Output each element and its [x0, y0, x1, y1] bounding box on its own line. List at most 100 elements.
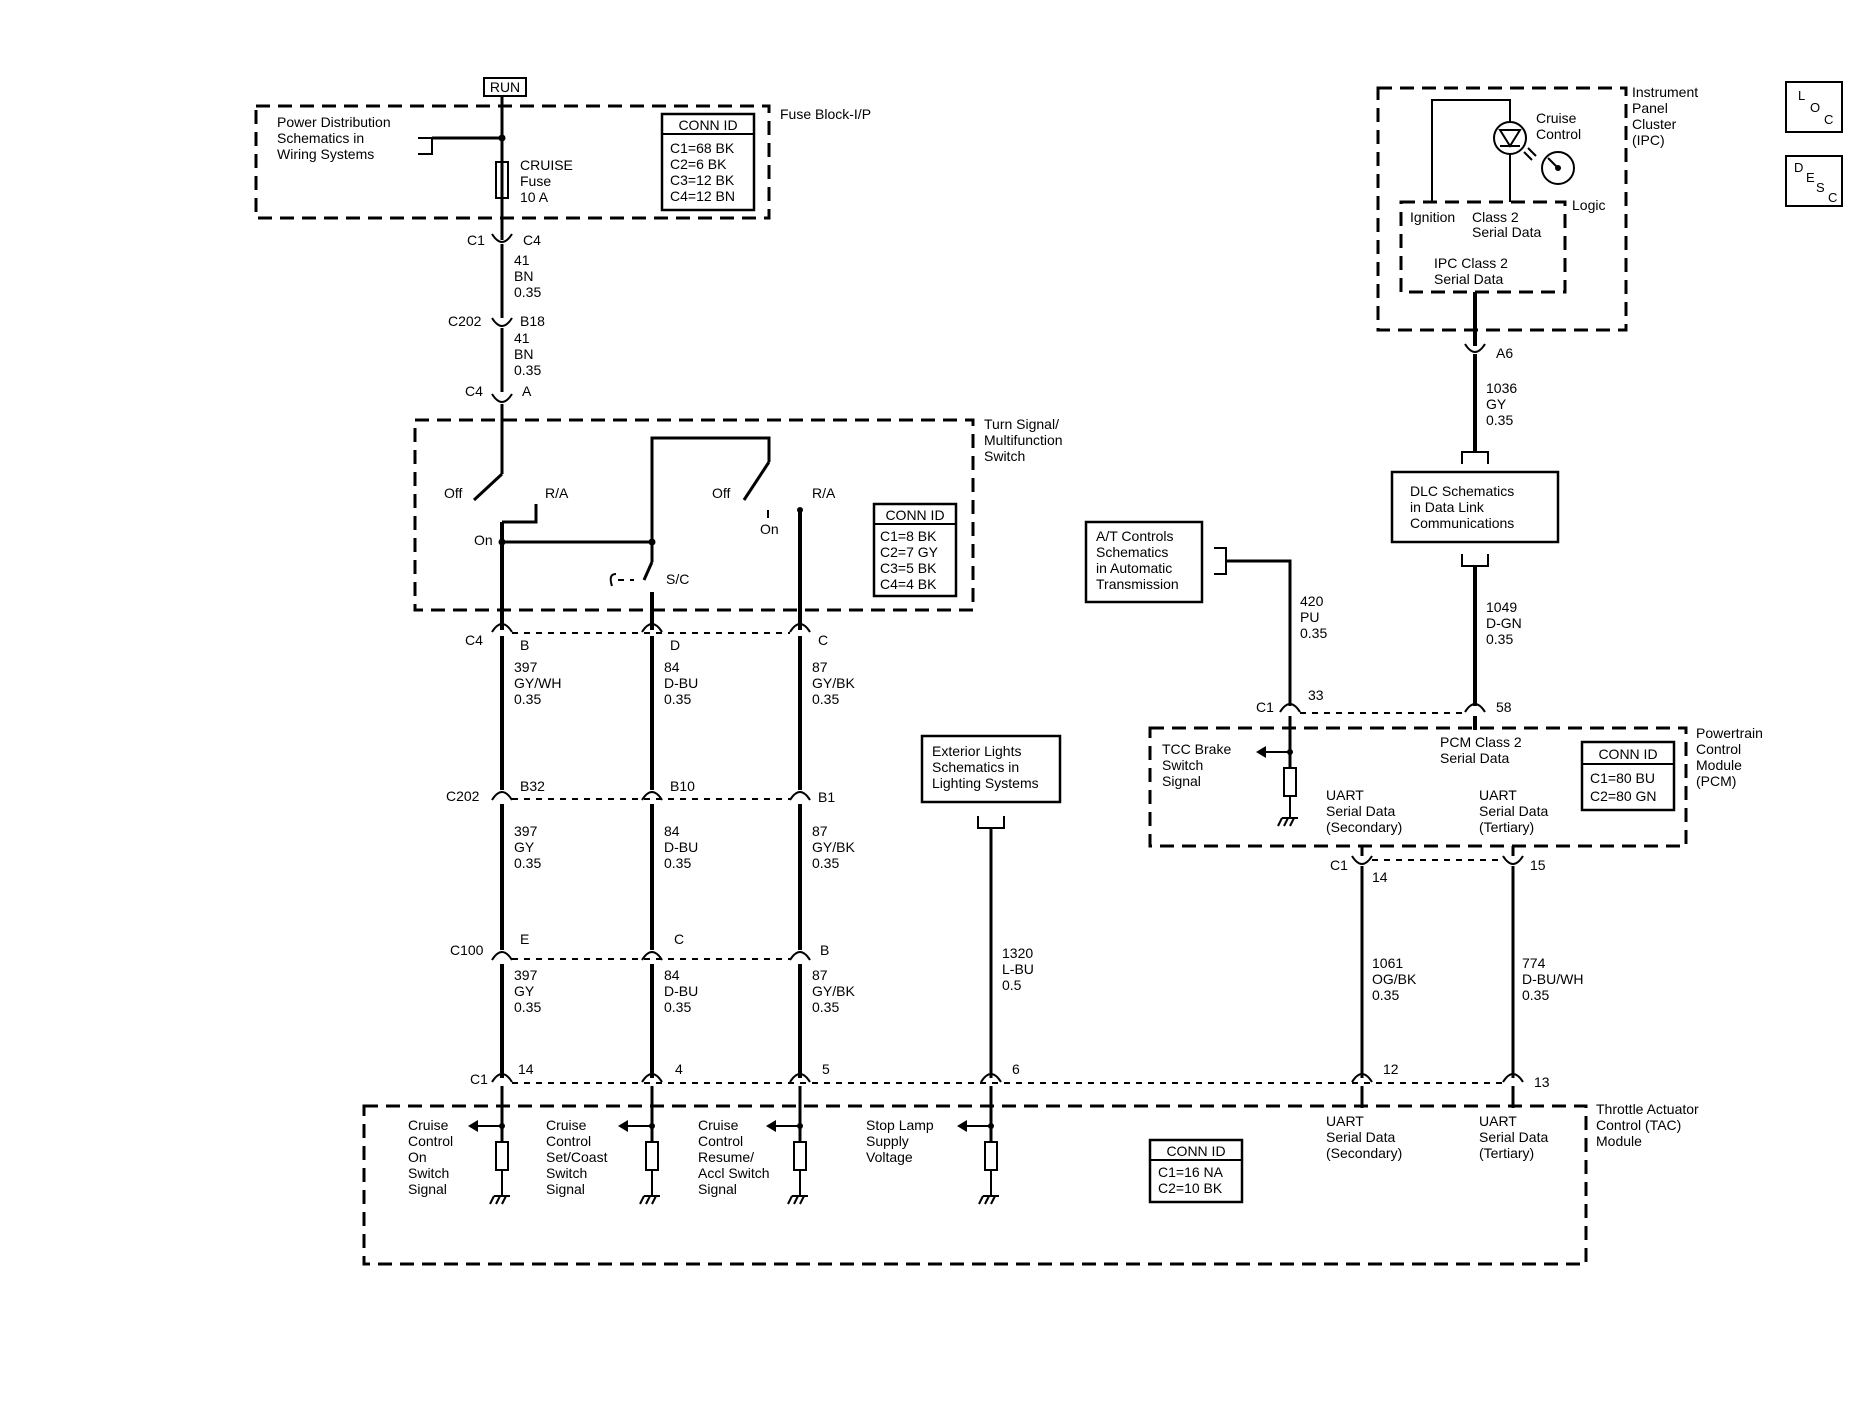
svg-text:Transmission: Transmission	[1096, 576, 1179, 592]
svg-text:C: C	[1824, 112, 1833, 127]
svg-text:C1: C1	[1330, 857, 1348, 873]
svg-text:Switch: Switch	[408, 1165, 449, 1181]
svg-text:Resume/: Resume/	[698, 1149, 754, 1165]
svg-text:(Secondary): (Secondary)	[1326, 819, 1402, 835]
svg-text:Switch: Switch	[984, 448, 1025, 464]
svg-text:UART: UART	[1479, 1113, 1517, 1129]
svg-text:A/T Controls: A/T Controls	[1096, 528, 1174, 544]
svg-text:GY/BK: GY/BK	[812, 839, 855, 855]
svg-text:Exterior Lights: Exterior Lights	[932, 743, 1021, 759]
svg-text:TCC Brake: TCC Brake	[1162, 741, 1231, 757]
svg-text:12: 12	[1383, 1061, 1399, 1077]
svg-text:Cluster: Cluster	[1632, 116, 1677, 132]
tac-input-set-coast: Cruise Control Set/Coast Switch Signal	[546, 1086, 660, 1205]
svg-text:GY: GY	[1486, 396, 1507, 412]
svg-text:Signal: Signal	[546, 1181, 585, 1197]
svg-text:Wiring Systems: Wiring Systems	[277, 146, 374, 162]
svg-text:Serial Data: Serial Data	[1440, 750, 1509, 766]
svg-text:OG/BK: OG/BK	[1372, 971, 1417, 987]
svg-text:Instrument: Instrument	[1632, 84, 1698, 100]
loc-icon[interactable]: L O C	[1785, 81, 1843, 133]
svg-text:D-GN: D-GN	[1486, 615, 1522, 631]
svg-text:C4: C4	[465, 383, 483, 399]
svg-text:C1=16 NA: C1=16 NA	[1158, 1164, 1224, 1180]
svg-text:Signal: Signal	[408, 1181, 447, 1197]
svg-text:Control: Control	[546, 1133, 591, 1149]
svg-text:UART: UART	[1326, 787, 1364, 803]
svg-text:BN: BN	[514, 268, 533, 284]
svg-text:On: On	[408, 1149, 427, 1165]
svg-text:CONN ID: CONN ID	[678, 117, 737, 133]
svg-text:Schematics in: Schematics in	[932, 759, 1019, 775]
svg-text:C202: C202	[448, 313, 482, 329]
pcm-module: C1 33 58 Powertrain Control Module (PCM)…	[1148, 687, 1763, 1078]
svg-text:GY/BK: GY/BK	[812, 983, 855, 999]
svg-text:0.35: 0.35	[1522, 987, 1549, 1003]
svg-text:C: C	[818, 632, 828, 648]
svg-text:(IPC): (IPC)	[1632, 132, 1665, 148]
svg-text:5: 5	[822, 1061, 830, 1077]
svg-text:B: B	[820, 942, 829, 958]
svg-text:R/A: R/A	[545, 485, 569, 501]
svg-text:0.35: 0.35	[514, 362, 541, 378]
svg-text:Cruise: Cruise	[408, 1117, 449, 1133]
svg-text:420: 420	[1300, 593, 1324, 609]
svg-text:4: 4	[675, 1061, 683, 1077]
svg-text:GY/BK: GY/BK	[812, 675, 855, 691]
svg-text:84: 84	[664, 823, 680, 839]
desc-icon[interactable]: D E S C	[1785, 155, 1843, 207]
svg-text:Communications: Communications	[1410, 515, 1514, 531]
svg-text:(PCM): (PCM)	[1696, 773, 1736, 789]
svg-text:O: O	[1810, 100, 1820, 115]
svg-text:41: 41	[514, 252, 530, 268]
svg-text:87: 87	[812, 659, 828, 675]
svg-text:B1: B1	[818, 789, 835, 805]
svg-text:Supply: Supply	[866, 1133, 909, 1149]
svg-text:Throttle Actuator: Throttle Actuator	[1596, 1101, 1699, 1117]
svg-text:84: 84	[664, 967, 680, 983]
svg-text:Turn Signal/: Turn Signal/	[984, 416, 1059, 432]
svg-text:Lighting Systems: Lighting Systems	[932, 775, 1039, 791]
svg-text:UART: UART	[1479, 787, 1517, 803]
svg-text:0.35: 0.35	[514, 691, 541, 707]
svg-text:D-BU/WH: D-BU/WH	[1522, 971, 1583, 987]
svg-text:6: 6	[1012, 1061, 1020, 1077]
ipc-module: Instrument Panel Cluster (IPC) Cruise Co…	[1376, 84, 1698, 452]
svg-text:C1=80 BU: C1=80 BU	[1590, 770, 1655, 786]
svg-text:397: 397	[514, 967, 538, 983]
svg-text:in Automatic: in Automatic	[1096, 560, 1172, 576]
svg-text:Signal: Signal	[1162, 773, 1201, 789]
svg-text:Stop Lamp: Stop Lamp	[866, 1117, 934, 1133]
svg-text:Fuse: Fuse	[520, 173, 551, 189]
svg-text:Cruise: Cruise	[546, 1117, 587, 1133]
svg-text:Switch: Switch	[546, 1165, 587, 1181]
svg-text:B: B	[520, 637, 529, 653]
svg-text:D: D	[1794, 160, 1803, 175]
svg-text:C3=12 BK: C3=12 BK	[670, 172, 735, 188]
svg-text:DLC Schematics: DLC Schematics	[1410, 483, 1514, 499]
dlc-ref: DLC Schematics in Data Link Communicatio…	[1390, 451, 1560, 706]
svg-text:Switch: Switch	[1162, 757, 1203, 773]
svg-text:84: 84	[664, 659, 680, 675]
svg-text:CONN ID: CONN ID	[1166, 1143, 1225, 1159]
svg-text:41: 41	[514, 330, 530, 346]
svg-text:C2=80 GN: C2=80 GN	[1590, 788, 1657, 804]
tac-module: Throttle Actuator Control (TAC) Module C…	[362, 1061, 1699, 1266]
svg-text:L-BU: L-BU	[1002, 961, 1034, 977]
svg-text:Control: Control	[408, 1133, 453, 1149]
exterior-lights-ref: Exterior Lights Schematics in Lighting S…	[920, 734, 1062, 1078]
svg-text:Cruise: Cruise	[1536, 110, 1577, 126]
svg-text:0.35: 0.35	[664, 855, 691, 871]
svg-text:Voltage: Voltage	[866, 1149, 913, 1165]
svg-text:C: C	[674, 931, 684, 947]
svg-text:Accl Switch: Accl Switch	[698, 1165, 770, 1181]
svg-text:87: 87	[812, 823, 828, 839]
svg-text:Serial Data: Serial Data	[1434, 271, 1503, 287]
svg-text:C100: C100	[450, 942, 484, 958]
svg-text:L: L	[1798, 88, 1805, 103]
svg-text:Off: Off	[712, 485, 731, 501]
svg-text:C202: C202	[446, 788, 480, 804]
svg-text:C4: C4	[523, 232, 541, 248]
svg-text:R/A: R/A	[812, 485, 836, 501]
svg-text:CRUISE: CRUISE	[520, 157, 573, 173]
